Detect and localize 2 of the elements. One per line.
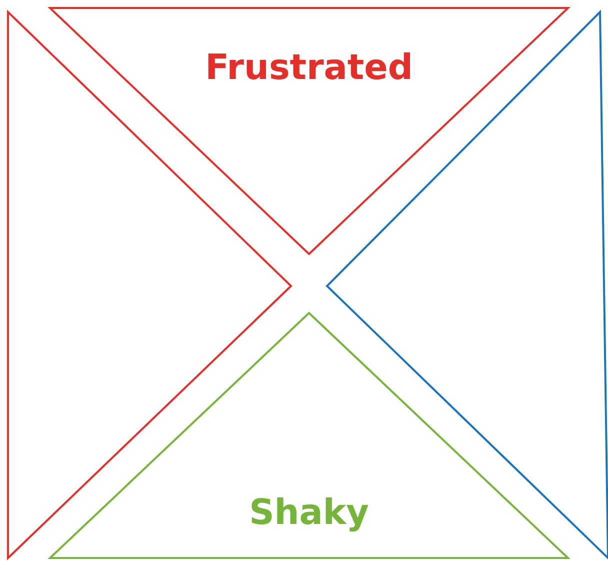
zone-label: Frustrated [205, 48, 413, 88]
zone-label: Shaky [249, 493, 369, 533]
